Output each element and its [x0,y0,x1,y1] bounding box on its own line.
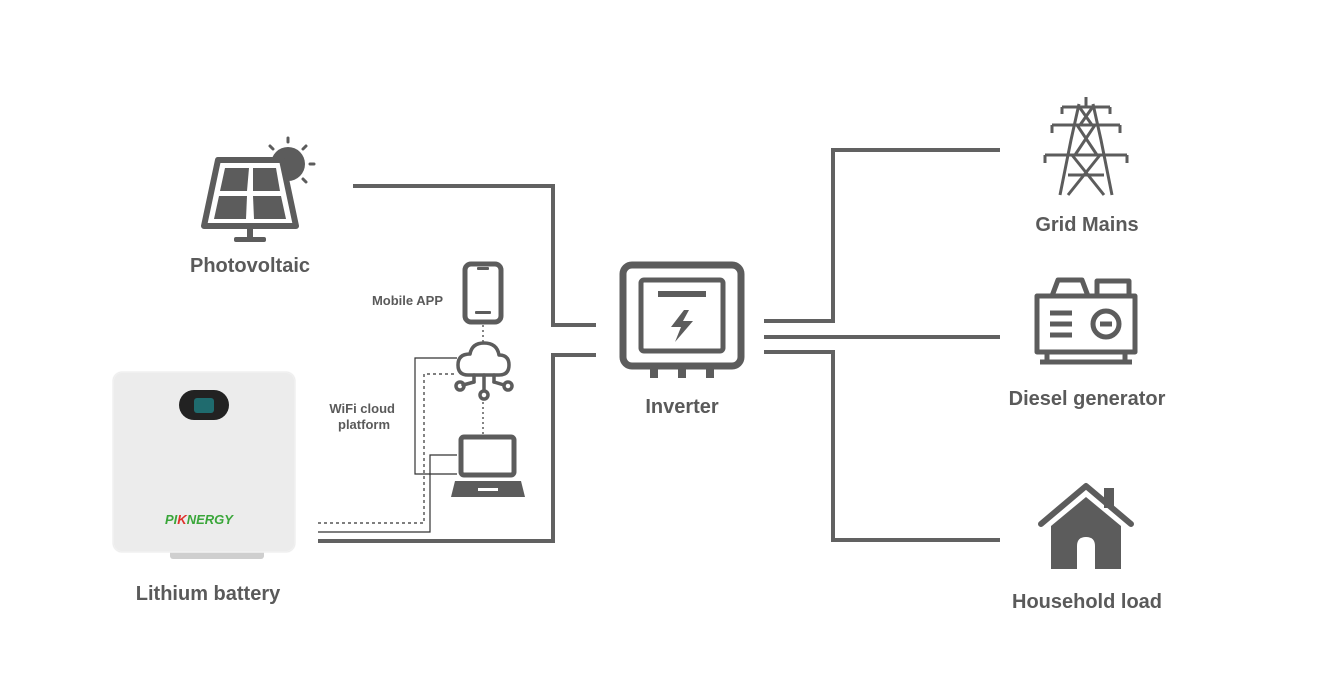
wifi-cloud-label: WiFi cloud platform [329,401,398,432]
wifi-cloud-label-line1: WiFi cloud [329,401,395,416]
photovoltaic-label: Photovoltaic [190,255,310,277]
cloud-network-icon [454,341,514,401]
grid-mains-node: Grid Mains [1035,97,1139,236]
inverter-to-grid-line [764,148,1000,323]
wifi-cloud-label-line2: platform [338,417,390,432]
battery-brand-logo: PIKNERGY [165,512,234,527]
pv-to-inverter-line [353,184,596,327]
cloud-to-laptop-line [414,357,457,475]
battery-image: PIKNERGY [112,371,296,559]
wifi-cloud-node: WiFi cloud platform [329,341,514,432]
diesel-generator-label: Diesel generator [1009,388,1166,410]
inverter-icon [619,261,745,378]
laptop-icon [451,434,525,497]
communication-lines [318,325,484,533]
mobile-app-label: Mobile APP [372,293,443,308]
solar-panel-icon [201,136,316,242]
battery-to-inverter-line [318,353,596,543]
battery-comm-line-solid [318,454,457,533]
mobile-app-node: Mobile APP [372,261,504,325]
lithium-battery-node: PIKNERGY Lithium battery [112,371,296,605]
transmission-tower-icon [1043,97,1129,196]
laptop-node [451,434,525,497]
house-icon [1038,483,1134,569]
lithium-battery-label: Lithium battery [136,583,281,605]
photovoltaic-node: Photovoltaic [190,136,316,277]
household-load-node: Household load [1012,483,1162,613]
smartphone-icon [462,261,504,325]
inverter-to-household-line [764,350,1000,542]
battery-comm-line-dashed [318,373,457,524]
generator-icon [1034,277,1138,365]
household-load-label: Household load [1012,591,1162,613]
connection-lines [318,148,1000,543]
inverter-label: Inverter [645,396,719,418]
inverter-node: Inverter [619,261,745,418]
diesel-generator-node: Diesel generator [1009,277,1166,410]
grid-mains-label: Grid Mains [1035,214,1138,236]
